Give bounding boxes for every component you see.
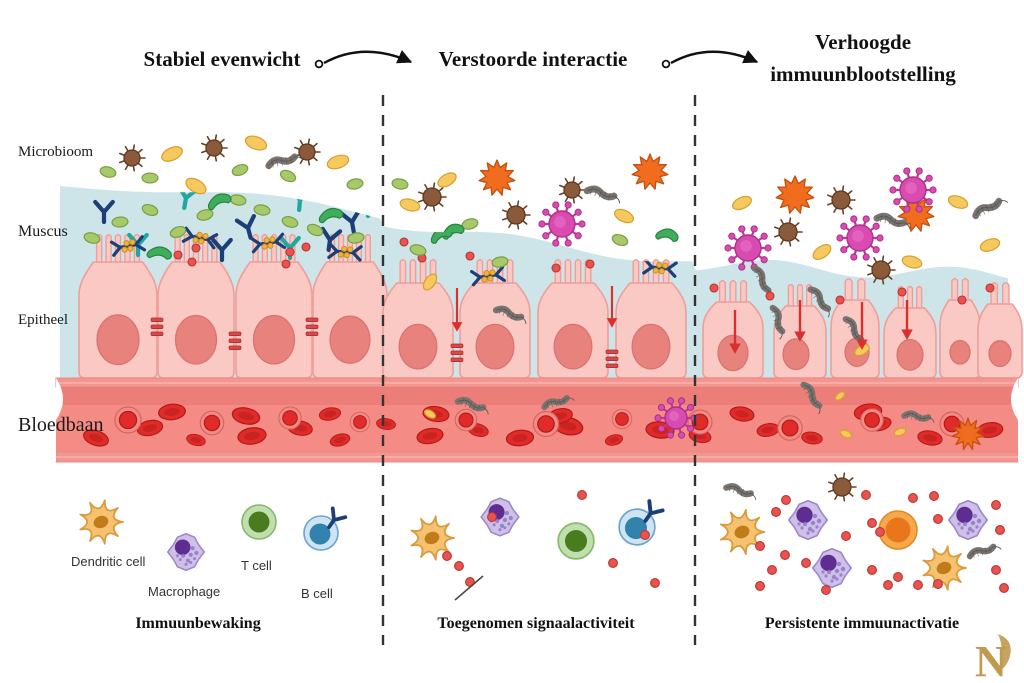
stage-header-stage-3b: immuunblootstelling [770, 61, 956, 86]
epithelium-layer [78, 233, 1023, 379]
brand-logo: N [975, 634, 1011, 683]
layer-label-mucus: Muscus [18, 223, 68, 241]
stage-header-stage-1: Stabiel evenwicht [143, 46, 301, 71]
legend-label-macrophage: Macrophage [148, 584, 221, 599]
stage-caption-caption-1: Immuunbewaking [135, 615, 261, 632]
blood-cells [83, 381, 1004, 450]
flow-arrows [314, 50, 759, 69]
legend-label-t-cell: T cell [241, 558, 272, 573]
layer-label-microbiome: Microbioom [18, 144, 93, 160]
stage-header-stage-2: Verstoorde interactie [438, 46, 628, 71]
stage-header-stage-3: Verhoogde [814, 29, 912, 54]
microbiome-layer [99, 134, 1009, 318]
layer-label-bloodstream: Bloedbaan [18, 414, 104, 436]
stage-caption-caption-3: Persistente immuunactivatie [764, 615, 960, 632]
translocation-arrows [451, 286, 913, 354]
legend-label-b-cell: B cell [301, 586, 333, 601]
immune-cell-zone [410, 472, 1009, 601]
stage-caption-caption-2: Toegenomen signaalactiviteit [437, 615, 635, 632]
layer-label-epithelium: Epitheel [18, 312, 68, 328]
legend-label-dendritic-cell: Dendritic cell [71, 554, 146, 569]
legend-glyphs [79, 499, 348, 572]
